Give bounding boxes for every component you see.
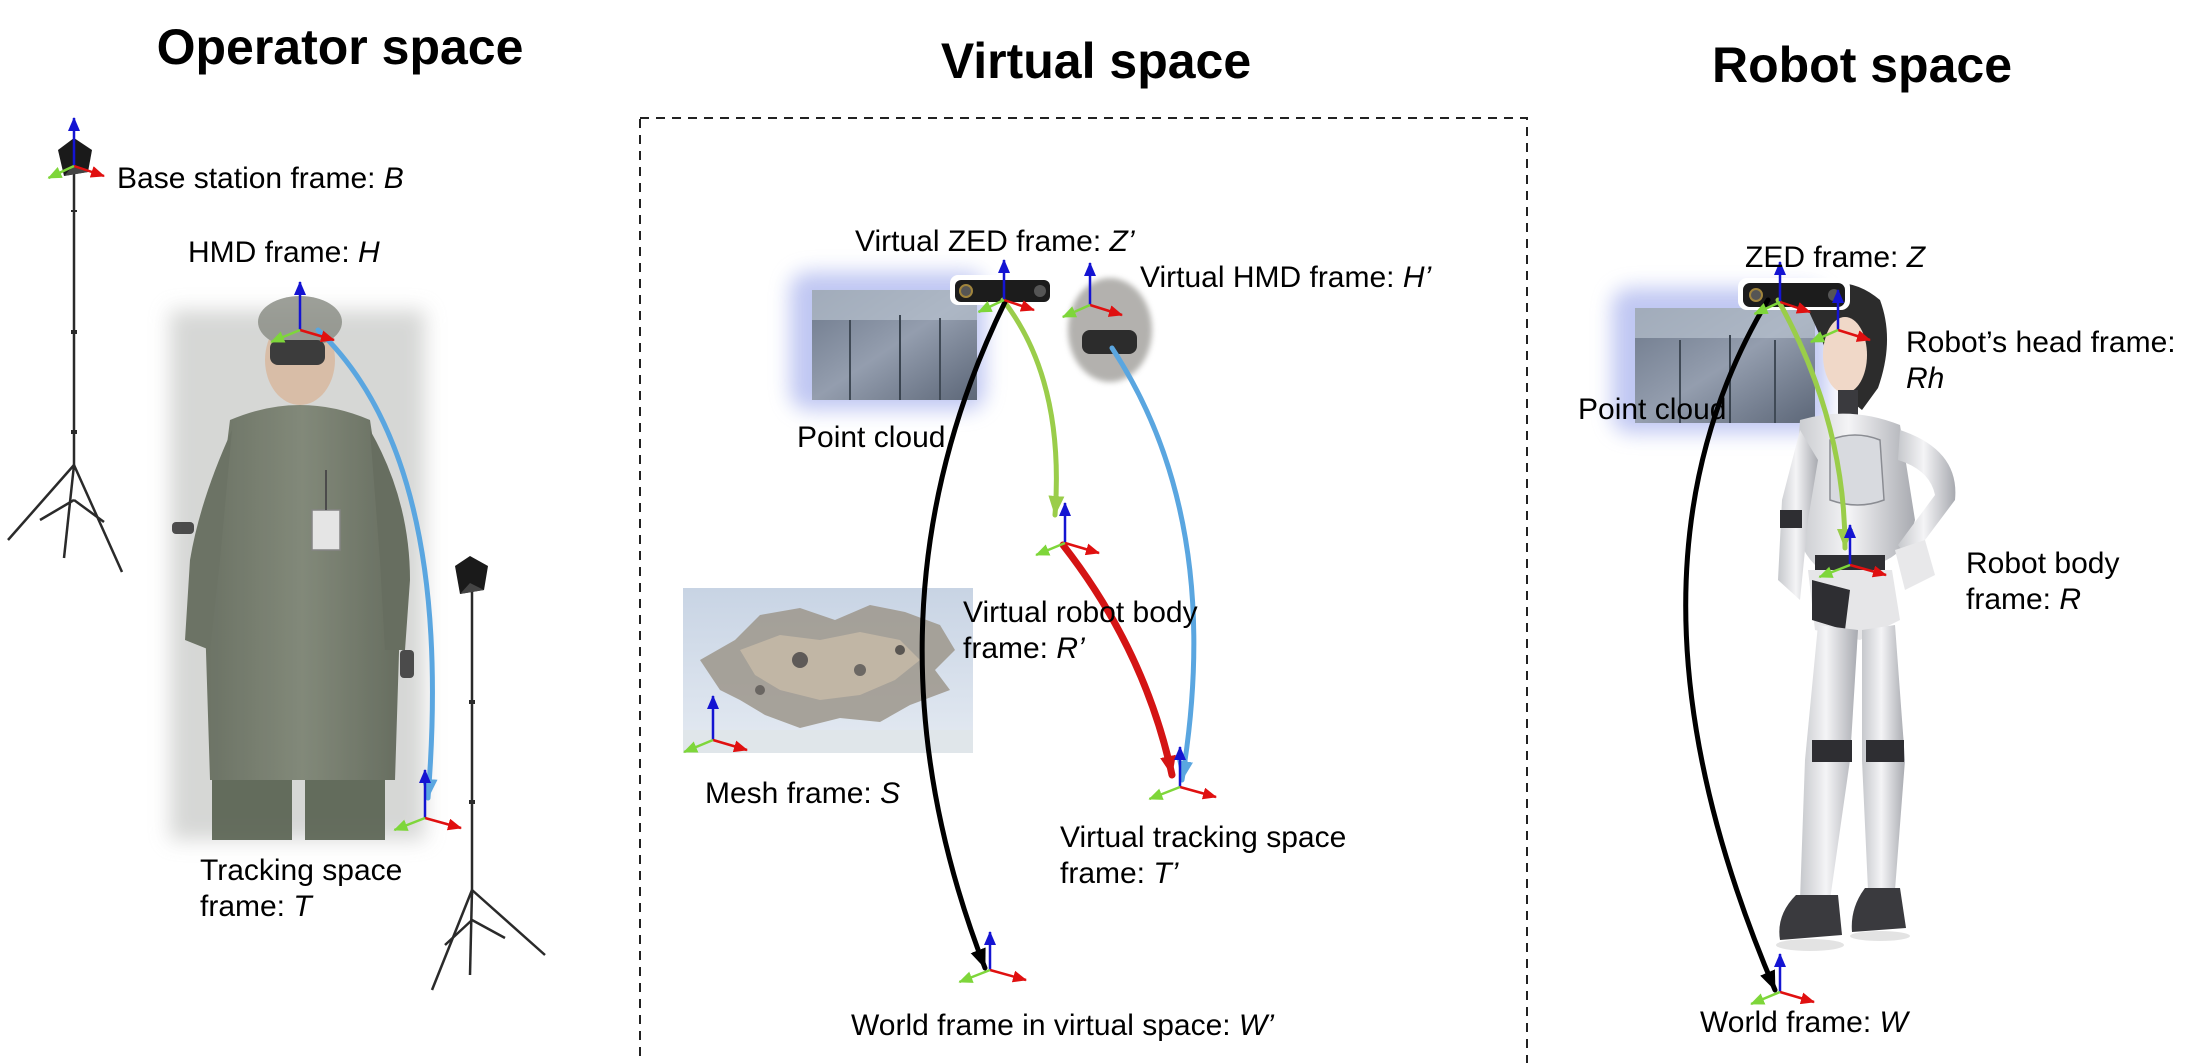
frame-hmd xyxy=(270,281,335,344)
y-axis xyxy=(47,164,75,180)
label-virtual-zed-frame: Virtual ZED frame: Z’ xyxy=(855,225,1135,258)
frame-mesh xyxy=(683,695,748,754)
label-world-frame: World frame: W xyxy=(1700,1006,1908,1039)
label-virtual-robot-body-frame: Virtual robot body frame: R’ xyxy=(963,596,1198,665)
label-base-station-frame: Base station frame: B xyxy=(117,162,404,195)
x-axis xyxy=(299,328,335,343)
frame-world-virtual xyxy=(958,931,1027,984)
label-hmd-frame: HMD frame: H xyxy=(188,236,380,269)
label-point-cloud-robot: Point cloud xyxy=(1578,393,1727,426)
y-axis xyxy=(393,816,426,832)
y-axis xyxy=(1061,303,1091,319)
label-virtual-tracking-space-frame: Virtual tracking space frame: T’ xyxy=(1060,821,1347,890)
y-axis xyxy=(270,328,301,344)
transform-arrows xyxy=(315,297,1853,993)
frame-robot-head xyxy=(1809,289,1871,344)
x-axis xyxy=(1779,300,1811,314)
point-cloud-icon xyxy=(790,272,985,410)
curve-hmd-to-tracking xyxy=(315,327,438,801)
label-zed-frame: ZED frame: Z xyxy=(1745,241,1926,274)
y-axis xyxy=(1148,785,1181,801)
heading-operator-space: Operator space xyxy=(156,19,524,75)
label-world-frame-virtual: World frame in virtual space: W’ xyxy=(851,1009,1274,1042)
x-axis xyxy=(424,816,462,831)
frame-base-station xyxy=(47,117,105,180)
x-axis xyxy=(1064,541,1100,556)
mesh-icon xyxy=(683,588,973,753)
heading-robot-space: Robot space xyxy=(1711,37,2013,93)
x-axis xyxy=(1179,785,1217,800)
label-robot-head-frame: Robot’s head frame: Rh xyxy=(1906,326,2176,395)
tripod-icon xyxy=(430,590,546,991)
frame-virtual-zed xyxy=(977,259,1035,314)
coordinate-frames xyxy=(47,117,1887,1006)
curve-vzed-to-world-virtual xyxy=(919,299,1008,971)
tripod-icon xyxy=(7,170,124,573)
y-axis xyxy=(1818,563,1851,579)
x-axis xyxy=(1089,303,1123,317)
zed-camera-icon xyxy=(1738,278,1850,310)
operator-person-icon xyxy=(172,296,414,840)
zed-camera-icon xyxy=(950,275,1055,305)
base-station-icon xyxy=(455,556,488,594)
curve-zed-to-robotbody xyxy=(1775,297,1853,551)
heading-virtual-space: Virtual space xyxy=(940,33,1252,89)
curve-zed-to-world xyxy=(1683,297,1778,993)
label-tracking-space-frame: Tracking space frame: T xyxy=(200,854,403,923)
y-axis xyxy=(977,298,1005,314)
curve-vzed-to-vrobot xyxy=(1000,297,1065,518)
frame-virtual-hmd xyxy=(1061,262,1123,319)
x-axis xyxy=(1837,328,1871,342)
y-axis xyxy=(1035,541,1066,557)
curve-vrobot-to-vtracking xyxy=(1059,541,1176,779)
label-point-cloud-virtual: Point cloud xyxy=(797,421,946,454)
frame-zed xyxy=(1753,261,1811,316)
y-axis xyxy=(1809,328,1839,344)
label-virtual-hmd-frame: Virtual HMD frame: H’ xyxy=(1140,261,1432,294)
x-axis xyxy=(989,968,1027,983)
x-axis xyxy=(1779,990,1815,1005)
frame-robot-body xyxy=(1818,524,1887,579)
frame-tracking-space xyxy=(393,769,462,832)
label-robot-body-frame: Robot body frame: R xyxy=(1966,547,2120,616)
x-axis xyxy=(73,164,105,178)
label-mesh-frame: Mesh frame: S xyxy=(705,777,901,810)
virtual-space-box xyxy=(639,117,1528,1063)
x-axis xyxy=(1849,563,1887,578)
y-axis xyxy=(1750,990,1781,1006)
y-axis xyxy=(958,968,991,984)
frame-virtual-tracking-space xyxy=(1148,746,1217,801)
frame-world xyxy=(1750,953,1815,1006)
frame-virtual-robot-body xyxy=(1035,502,1100,557)
x-axis xyxy=(712,738,748,753)
y-axis xyxy=(1753,300,1781,316)
y-axis xyxy=(683,738,714,754)
x-axis xyxy=(1003,298,1035,312)
curve-vhmd-to-vtracking xyxy=(1109,345,1197,783)
